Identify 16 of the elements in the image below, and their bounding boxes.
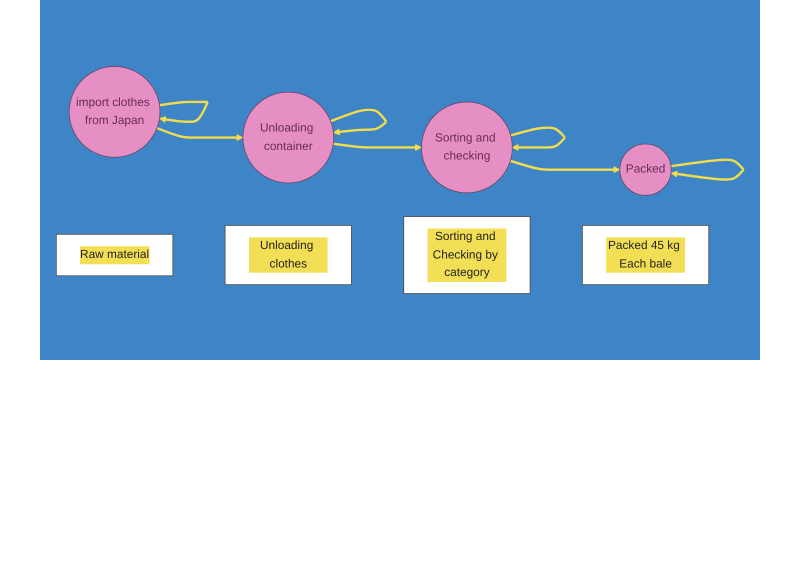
arrow [333, 142, 422, 151]
arrow [510, 160, 620, 174]
node-box [224, 225, 352, 286]
panel-background: import clothes from Japan Unloading container Sorting and checking Packed Raw material Unloading clothes Sorting and Checking by category Packed 45 kg Each bale [40, 0, 760, 360]
arrow [159, 100, 209, 123]
node-box [56, 234, 174, 276]
node-box [582, 225, 710, 286]
arrow [330, 108, 388, 136]
node-box [403, 216, 530, 294]
node-circle [68, 66, 160, 158]
arrow [670, 158, 744, 181]
arrow [156, 127, 244, 142]
arrow [510, 126, 566, 151]
node-circle [242, 92, 334, 184]
node-circle [421, 102, 513, 194]
node-circle [619, 144, 672, 196]
